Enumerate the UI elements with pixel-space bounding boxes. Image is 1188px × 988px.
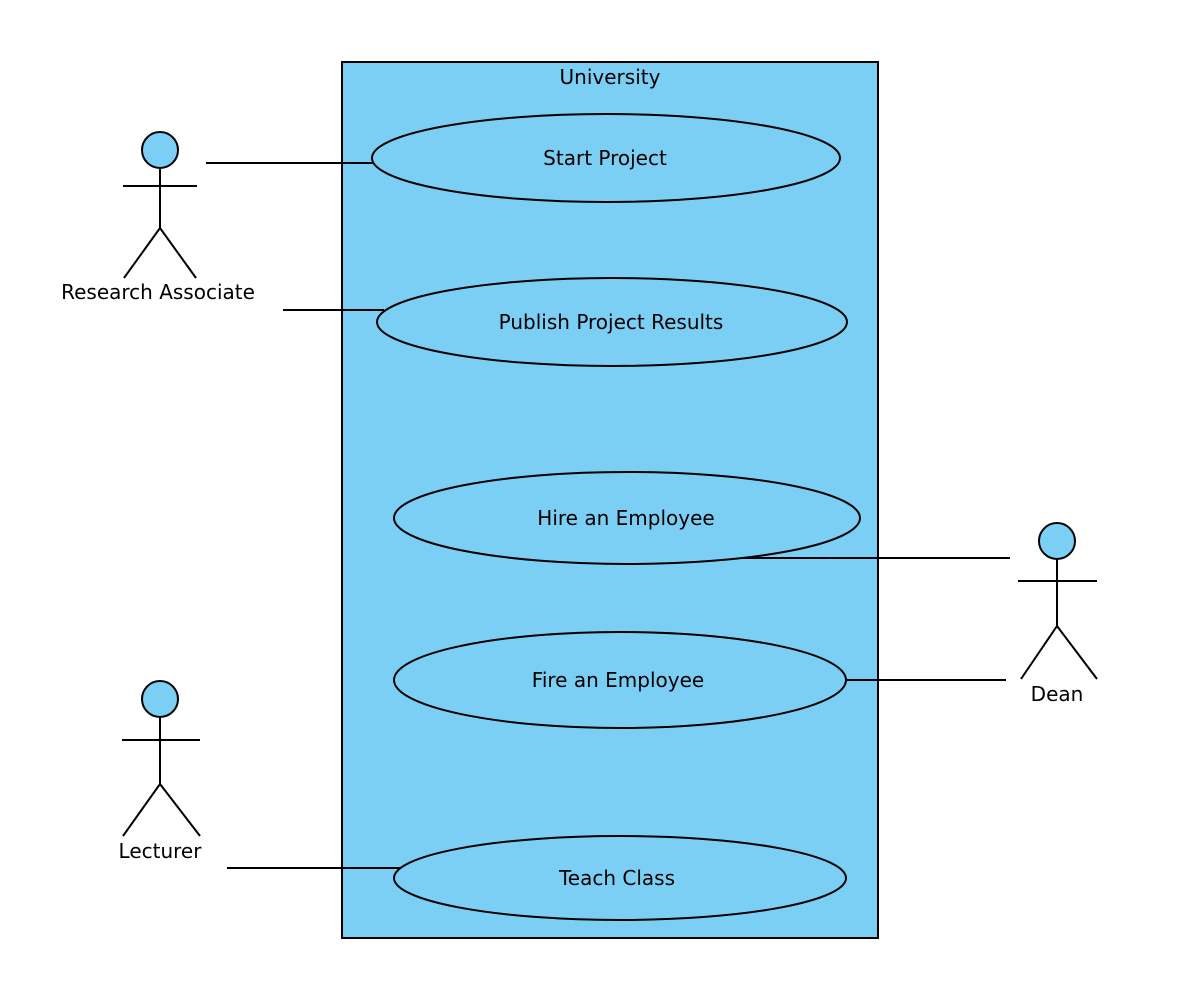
use-case-ellipse bbox=[393, 631, 847, 729]
use-case-ellipse bbox=[376, 277, 848, 367]
use-case-label: Start Project bbox=[543, 146, 667, 170]
actor-label: Dean bbox=[1031, 682, 1084, 706]
actor-lecturer[interactable]: Lecturer bbox=[119, 680, 203, 863]
stick-figure-icon bbox=[123, 131, 197, 279]
use-case-start-project[interactable]: Start Project bbox=[371, 113, 841, 203]
use-case-fire-employee[interactable]: Fire an Employee bbox=[393, 631, 847, 729]
use-case-label: Teach Class bbox=[558, 866, 675, 890]
actor-label: Research Associate bbox=[61, 280, 255, 304]
use-case-hire-employee[interactable]: Hire an Employee bbox=[393, 471, 861, 565]
actor-research-associate[interactable]: Research Associate bbox=[61, 131, 255, 304]
use-case-teach-class[interactable]: Teach Class bbox=[393, 835, 847, 921]
use-case-label: Hire an Employee bbox=[537, 506, 714, 530]
use-case-label: Publish Project Results bbox=[499, 310, 724, 334]
use-case-ellipse bbox=[371, 113, 841, 203]
actor-label: Lecturer bbox=[119, 839, 203, 863]
stick-figure-icon bbox=[1018, 522, 1098, 680]
system-title: University bbox=[560, 65, 661, 89]
use-case-ellipse bbox=[393, 471, 861, 565]
use-case-publish-results[interactable]: Publish Project Results bbox=[376, 277, 848, 367]
actor-dean[interactable]: Dean bbox=[1018, 522, 1098, 706]
associations bbox=[206, 162, 1010, 869]
stick-figure-icon bbox=[122, 680, 201, 837]
use-case-ellipse bbox=[393, 835, 847, 921]
use-case-label: Fire an Employee bbox=[532, 668, 704, 692]
